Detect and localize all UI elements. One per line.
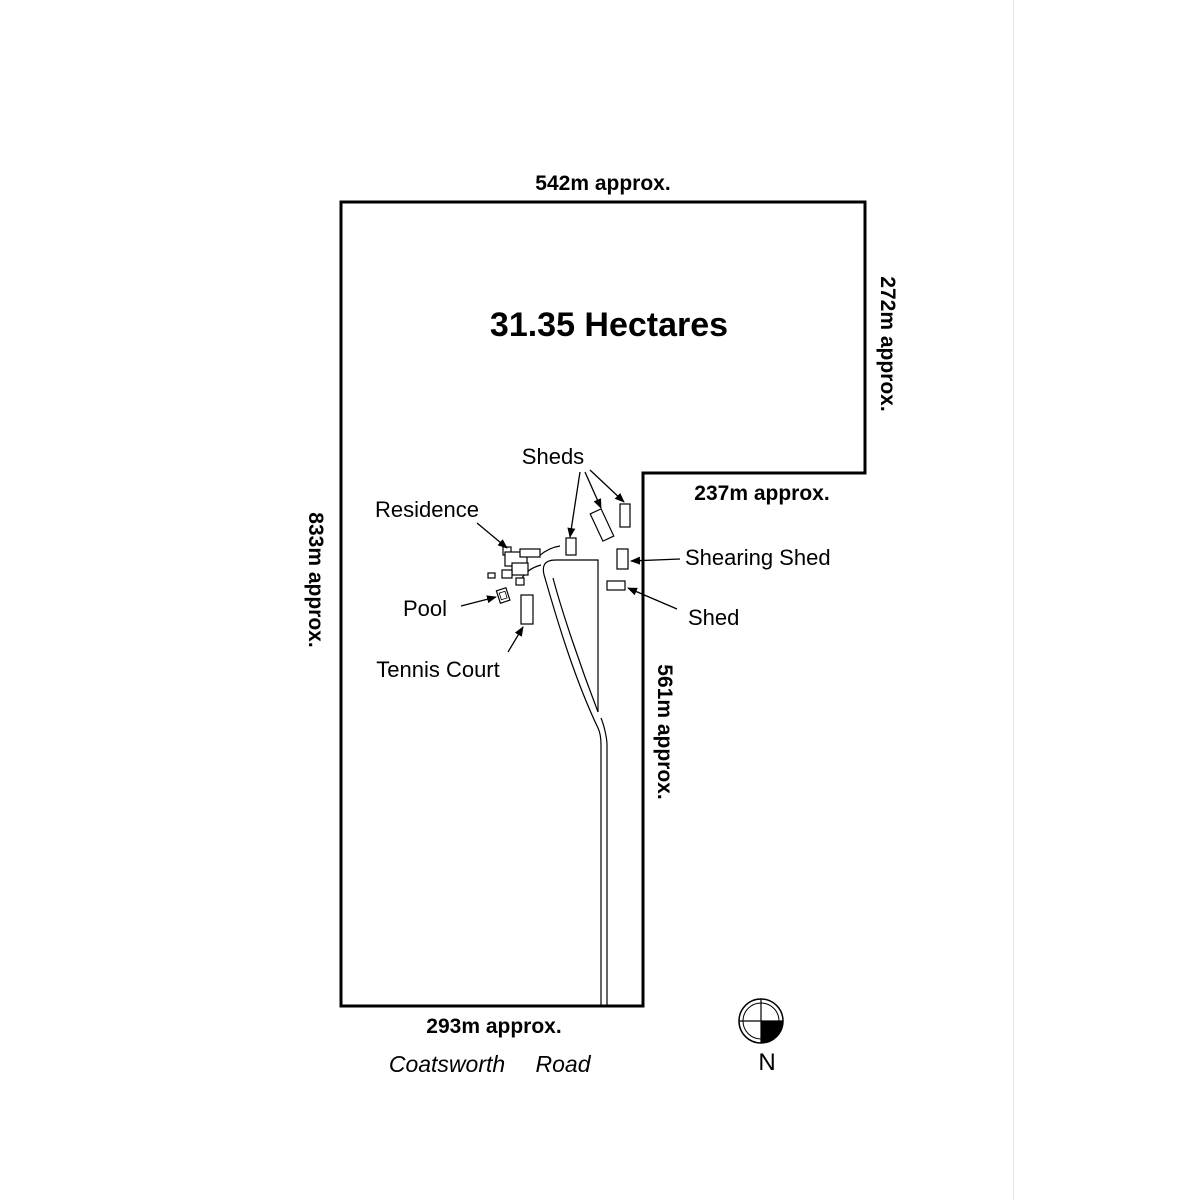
leader-arrows: [460, 469, 681, 653]
pool-inner: [498, 590, 508, 601]
shed-structure: [606, 580, 626, 591]
area-title: 31.35 Hectares: [490, 306, 728, 344]
driveway: [521, 545, 608, 1005]
dim-bottom: 293m approx.: [426, 1015, 561, 1038]
pool-structure: [495, 586, 511, 604]
north-label: N: [758, 1049, 775, 1076]
shed-1: [565, 537, 577, 556]
dim-right-upper: 272m approx.: [876, 276, 899, 411]
label-sheds: Sheds: [522, 444, 584, 469]
residence-building: [487, 546, 541, 586]
label-residence: Residence: [375, 497, 479, 522]
page-edge-line: [1013, 0, 1014, 1200]
tennis-court-structure: [520, 594, 534, 625]
shearing-shed-structure: [616, 548, 629, 570]
dim-right-lower: 561m approx.: [653, 664, 676, 799]
dim-top: 542m approx.: [535, 172, 670, 195]
north-arrow-icon: [738, 998, 784, 1044]
dim-left: 833m approx.: [304, 512, 327, 647]
label-shed: Shed: [688, 605, 739, 630]
label-pool: Pool: [403, 596, 447, 621]
shed-2: [589, 508, 615, 542]
label-tennis-court: Tennis Court: [376, 657, 500, 682]
label-shearing-shed: Shearing Shed: [685, 545, 831, 570]
road-name-word1: Coatsworth: [389, 1051, 505, 1077]
dim-step: 237m approx.: [694, 482, 829, 505]
road-name-word2: Road: [536, 1051, 592, 1077]
property-boundary: [339, 200, 867, 1008]
shed-3: [619, 503, 631, 528]
